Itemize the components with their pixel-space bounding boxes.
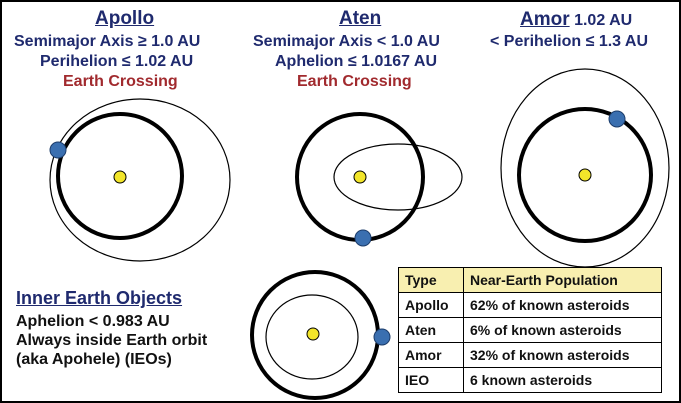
ieo-aphelion: Aphelion < 0.983 AU	[16, 313, 170, 330]
table-cell-population: 6% of known asteroids	[463, 317, 662, 343]
aten-semimajor-axis: Semimajor Axis < 1.0 AU	[253, 33, 440, 50]
amor-perihelion-lower: 1.02 AU	[569, 12, 633, 29]
amor-earth-orbit	[517, 107, 653, 243]
amor-diagram	[500, 68, 670, 268]
aten-diagram	[295, 112, 463, 247]
table-header-type: Type	[398, 267, 464, 293]
apollo-sun	[113, 170, 127, 184]
table-cell-type: Amor	[398, 342, 464, 368]
amor-title-row: Amor 1.02 AU	[520, 9, 632, 31]
apollo-diagram	[49, 98, 231, 262]
aten-sun	[353, 170, 367, 184]
ieo-title: Inner Earth Objects	[16, 288, 183, 308]
table-cell-type: Aten	[398, 317, 464, 343]
amor-sun	[578, 168, 592, 182]
ieo-aka-apohele: (aka Apohele) (IEOs)	[16, 351, 172, 368]
apollo-earth-icon	[49, 141, 67, 159]
apollo-asteroid-orbit	[49, 98, 231, 262]
apollo-earth-orbit	[56, 112, 184, 240]
amor-asteroid-orbit	[500, 68, 670, 268]
aten-earth-crossing: Earth Crossing	[297, 73, 412, 90]
table-row: IEO 6 known asteroids	[398, 367, 662, 393]
apollo-semimajor-axis: Semimajor Axis ≥ 1.0 AU	[14, 33, 201, 50]
aten-earth-icon	[354, 229, 372, 247]
table-row: Amor 32% of known asteroids	[398, 342, 662, 368]
apollo-earth-crossing: Earth Crossing	[63, 73, 178, 90]
aten-aphelion: Aphelion ≤ 1.0167 AU	[275, 53, 438, 70]
amor-perihelion-upper: < Perihelion ≤ 1.3 AU	[490, 33, 649, 50]
ieo-asteroid-orbit	[265, 294, 359, 380]
table-cell-population: 32% of known asteroids	[463, 342, 662, 368]
ieo-earth-icon	[373, 328, 391, 346]
aten-title: Aten	[339, 8, 382, 29]
apollo-title: Apollo	[95, 8, 155, 29]
ieo-inside-earth-orbit: Always inside Earth orbit	[16, 332, 208, 349]
population-table: Type Near-Earth Population Apollo 62% of…	[398, 267, 662, 393]
table-row: Apollo 62% of known asteroids	[398, 292, 662, 318]
ieo-diagram	[250, 270, 391, 400]
table-row: Aten 6% of known asteroids	[398, 317, 662, 343]
table-cell-population: 6 known asteroids	[463, 367, 662, 393]
table-cell-type: IEO	[398, 367, 464, 393]
aten-asteroid-orbit	[333, 143, 463, 211]
table-cell-type: Apollo	[398, 292, 464, 318]
ieo-sun	[306, 327, 320, 341]
table-header-population: Near-Earth Population	[463, 267, 662, 293]
amor-title: Amor	[520, 9, 570, 30]
amor-earth-icon	[608, 110, 626, 128]
table-header-row: Type Near-Earth Population	[398, 267, 662, 293]
apollo-perihelion: Perihelion ≤ 1.02 AU	[40, 53, 194, 70]
table-cell-population: 62% of known asteroids	[463, 292, 662, 318]
